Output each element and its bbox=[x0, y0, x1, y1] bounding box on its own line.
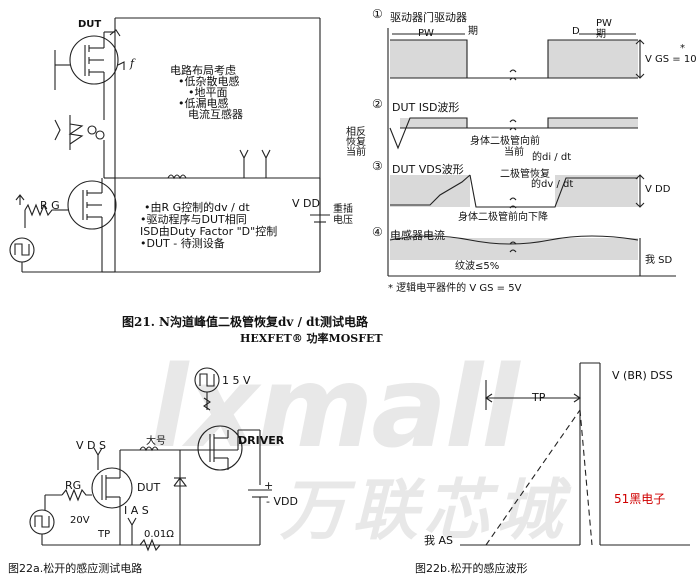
wave1-number: ① bbox=[372, 7, 383, 21]
fig21-caption-line1: 图21. N沟道峰值二极管恢复dv / dt测试电路 bbox=[122, 315, 369, 329]
fig21-layout-item-2: •地平面 bbox=[188, 86, 228, 99]
fig22b-ias: 我 AS bbox=[424, 534, 454, 547]
fig22a-rg: RG bbox=[65, 479, 82, 492]
wave1-pw-left: PW bbox=[418, 28, 434, 39]
wave1-title: 驱动器门驱动器 bbox=[390, 11, 467, 24]
fig21-rg-label: R G bbox=[40, 199, 60, 212]
wave3-body-diode-drop: 身体二极管前向下降 bbox=[458, 212, 548, 223]
wave3-vdd: V DD bbox=[645, 184, 671, 195]
fig21-footnote: * 逻辑电平器件的 V GS = 5V bbox=[388, 283, 522, 294]
wave1-d: D bbox=[572, 26, 580, 37]
fig21-rheo-label: 重插 bbox=[333, 204, 353, 215]
wave1-vgs: V GS = 10 bbox=[645, 54, 697, 65]
fig21-circuit-schematic bbox=[9, 17, 330, 273]
fig21-supply-label: 电压 bbox=[333, 215, 353, 226]
wave1-pw-right: PW bbox=[596, 18, 612, 29]
fig21-layout-item-3: •低漏电感 bbox=[178, 97, 229, 110]
fig22a-plus: + bbox=[264, 479, 274, 492]
fig21-layout-item-1: •低杂散电感 bbox=[178, 75, 240, 88]
wave2-number: ② bbox=[372, 97, 383, 111]
wave2-recovery: 恢复 bbox=[346, 137, 366, 148]
fig22a-resistor-value: 0.01Ω bbox=[144, 529, 174, 540]
fig21-dut-label: DUT bbox=[78, 19, 102, 30]
watermark-latin: lxmall bbox=[150, 343, 520, 473]
wave2-current: 当前 bbox=[346, 147, 366, 158]
wave3-number: ③ bbox=[372, 159, 383, 173]
fig21-layout-title: 电路布局考虑 bbox=[170, 64, 236, 77]
fig22a-tp: TP bbox=[98, 529, 111, 540]
fig22a-driver: DRIVER bbox=[238, 434, 285, 447]
wave3-diode-recovery: 二极管恢复 bbox=[500, 169, 550, 180]
wave1-period-right: 期 bbox=[596, 29, 606, 40]
watermark-chinese: 万联芯城 bbox=[280, 472, 568, 549]
fig22b-tp: TP bbox=[532, 391, 546, 404]
driver-mosfet-symbol bbox=[67, 180, 117, 230]
wave4-isd: 我 SD bbox=[645, 255, 673, 266]
fig22a-v20: 20V bbox=[70, 515, 90, 526]
wave2-title: DUT ISD波形 bbox=[392, 101, 460, 114]
fig22b-vbr: V (BR) DSS bbox=[612, 369, 673, 382]
wave2-reverse: 相反 bbox=[346, 127, 366, 138]
fig22a-vdd: - VDD bbox=[266, 495, 298, 508]
fig21-note-2: •驱动程序与DUT相同 bbox=[140, 213, 247, 226]
fig22a-circuit-schematic bbox=[29, 367, 272, 552]
fig21-waveforms bbox=[387, 28, 676, 277]
fig22b-caption: 图22b.松开的感应波形 bbox=[415, 562, 528, 575]
wave2-body-diode: 身体二极管向前 bbox=[470, 136, 540, 147]
fig22a-v15: 1 5 V bbox=[222, 374, 251, 387]
fig21-note-3: ISD由Duty Factor "D"控制 bbox=[140, 225, 278, 238]
wave4-number: ④ bbox=[372, 225, 383, 239]
wave2-current2: 当前 bbox=[504, 147, 524, 158]
fig22a-vds: V D S bbox=[76, 439, 106, 452]
wave3-title: DUT VDS波形 bbox=[392, 163, 464, 176]
fig22a-dut: DUT bbox=[137, 481, 161, 494]
dut-mosfet-symbol bbox=[69, 35, 119, 85]
wave2-didt: 的di / dt bbox=[532, 152, 572, 163]
wave3-dvdt: 的dv / dt bbox=[531, 179, 574, 190]
fig22a-caption: 图22a.松开的感应测试电路 bbox=[8, 562, 143, 575]
fig21-note-4: •DUT - 待测设备 bbox=[140, 237, 225, 250]
fig21-f-label: f bbox=[130, 57, 135, 70]
fig22a-big: 大号 bbox=[146, 436, 166, 447]
wave1-period: 期 bbox=[468, 26, 478, 37]
wave4-title: 电感器电流 bbox=[390, 229, 445, 242]
fig22b-brand-label: 51黑电子 bbox=[614, 492, 666, 506]
fig21-vdd-label: V DD bbox=[292, 197, 320, 210]
fig21-layout-item-4: 电流互感器 bbox=[188, 108, 243, 121]
fig21-note-1: •由R G控制的dv / dt bbox=[144, 201, 250, 214]
wave4-ripple: 纹波≤5% bbox=[455, 261, 500, 272]
fig22a-ias: I A S bbox=[124, 504, 149, 517]
wave1-star: * bbox=[680, 43, 685, 54]
fig22b-waveform bbox=[460, 362, 690, 546]
fig21-caption-line2: HEXFET® 功率MOSFET bbox=[240, 332, 383, 345]
